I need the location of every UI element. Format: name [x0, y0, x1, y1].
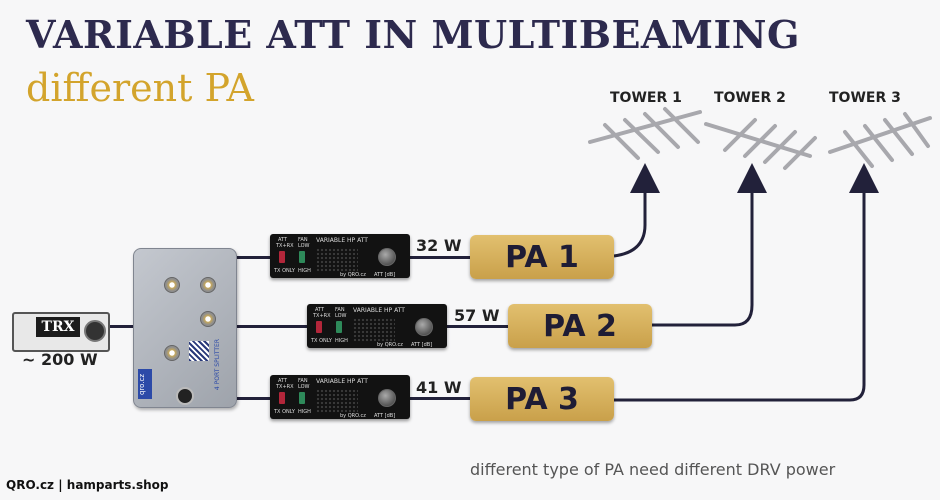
fan-label: FAN [335, 307, 345, 313]
feedline-1 [613, 163, 660, 258]
drive-power-2: 57 W [454, 306, 500, 325]
splitter-port-icon [164, 277, 180, 293]
high-label: HIGH [335, 338, 348, 344]
drive-cable-3 [410, 397, 470, 400]
transceiver: TRX [12, 312, 110, 352]
drive-cable-2 [446, 325, 508, 328]
splitter-port-icon [200, 311, 216, 327]
attenuator-2: ATT TX+RX FAN LOW VARIABLE HP ATT TX ONL… [307, 304, 447, 348]
split-cable-1 [235, 256, 270, 259]
vfo-knob-icon [84, 320, 106, 342]
mode-switch[interactable] [279, 251, 285, 263]
fan-label: FAN [298, 378, 308, 384]
power-splitter: qro.cz 4 PORT SPLITTER [133, 248, 237, 408]
tower-1-antenna [588, 107, 702, 160]
txrx-label: TX+RX [276, 384, 294, 390]
vent-grille [353, 318, 395, 342]
attenuator-3: ATT TX+RX FAN LOW VARIABLE HP ATT TX ONL… [270, 375, 410, 419]
att-model-label: VARIABLE HP ATT [316, 237, 368, 244]
tower-1-label: TOWER 1 [610, 90, 682, 106]
tower-3-label: TOWER 3 [829, 90, 901, 106]
feedline-2 [652, 163, 767, 327]
footer-credit: QRO.cz | hamparts.shop [6, 478, 169, 492]
knob-label: ATT [dB] [374, 272, 396, 278]
drive-power-3: 41 W [416, 378, 462, 397]
att-knob[interactable] [378, 389, 396, 407]
att-knob[interactable] [378, 248, 396, 266]
pa-2: PA 2 [508, 304, 652, 348]
tower-2-label: TOWER 2 [714, 90, 786, 106]
knob-label: ATT [dB] [411, 342, 433, 348]
page-title: VARIABLE ATT IN MULTIBEAMING [26, 12, 800, 57]
mode-switch[interactable] [316, 321, 322, 333]
txonly-label: TX ONLY [274, 409, 295, 415]
high-label: HIGH [298, 409, 311, 415]
drive-cable-1 [410, 256, 470, 259]
txrx-label: TX+RX [313, 313, 331, 319]
vent-grille [316, 248, 358, 272]
fan-switch[interactable] [299, 251, 305, 263]
splitter-label: 4 PORT SPLITTER [214, 339, 221, 391]
high-label: HIGH [298, 268, 311, 274]
tower-2-antenna [704, 118, 817, 170]
footnote: different type of PA need different DRV … [470, 460, 836, 479]
fan-label: FAN [298, 237, 308, 243]
pa-3: PA 3 [470, 377, 614, 421]
tower-3-antenna [828, 112, 932, 168]
pa-1: PA 1 [470, 235, 614, 279]
splitter-input-port-icon [176, 387, 194, 405]
splitter-port-icon [164, 345, 180, 361]
feedline-3 [614, 163, 879, 402]
trx-cable [106, 325, 134, 328]
mode-switch[interactable] [279, 392, 285, 404]
low-label: LOW [298, 243, 310, 249]
att-brand: by QRO.cz [377, 342, 403, 348]
low-label: LOW [335, 313, 347, 319]
split-cable-2 [235, 325, 307, 328]
splitter-brand: qro.cz [138, 369, 152, 399]
low-label: LOW [298, 384, 310, 390]
splitter-port-icon [200, 277, 216, 293]
txonly-label: TX ONLY [311, 338, 332, 344]
att-model-label: VARIABLE HP ATT [316, 378, 368, 385]
txonly-label: TX ONLY [274, 268, 295, 274]
knob-label: ATT [dB] [374, 413, 396, 419]
trx-display: TRX [36, 317, 80, 337]
att-label: ATT [278, 237, 288, 243]
qr-code-icon [189, 341, 209, 361]
drive-power-1: 32 W [416, 236, 462, 255]
fan-switch[interactable] [336, 321, 342, 333]
att-knob[interactable] [415, 318, 433, 336]
att-brand: by QRO.cz [340, 272, 366, 278]
fan-switch[interactable] [299, 392, 305, 404]
split-cable-3 [235, 397, 270, 400]
trx-power: ~ 200 W [22, 350, 98, 369]
att-label: ATT [278, 378, 288, 384]
vent-grille [316, 389, 358, 413]
attenuator-1: ATT TX+RX FAN LOW VARIABLE HP ATT TX ONL… [270, 234, 410, 278]
page-subtitle: different PA [26, 66, 254, 110]
att-model-label: VARIABLE HP ATT [353, 307, 405, 314]
txrx-label: TX+RX [276, 243, 294, 249]
att-label: ATT [315, 307, 325, 313]
att-brand: by QRO.cz [340, 413, 366, 419]
